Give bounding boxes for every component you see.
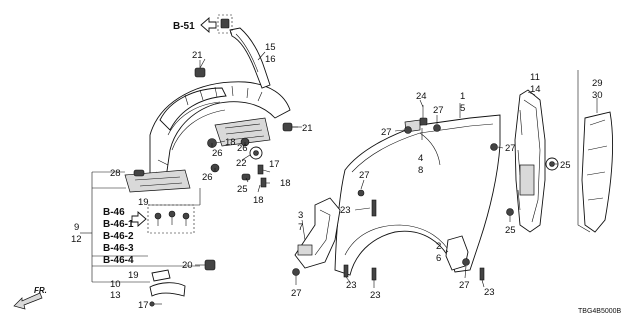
callout-24: 24 [416, 91, 427, 102]
callout-15: 15 [265, 42, 276, 53]
seal-11-14 [514, 89, 546, 233]
callout-27-a: 27 [433, 105, 444, 116]
callout-26-c: 26 [202, 172, 213, 183]
callout-5: 5 [460, 103, 465, 114]
direction-label: FR. [34, 286, 47, 295]
fastener-21-top [194, 60, 206, 78]
ref-code-b46-3: B-46-3 [103, 243, 134, 254]
callout-28: 28 [110, 168, 121, 179]
callout-25-b: 25 [505, 225, 516, 236]
callout-27-d: 27 [505, 143, 516, 154]
callout-22: 22 [236, 158, 247, 169]
fender-fasteners [292, 105, 514, 281]
screw-17 [149, 301, 162, 307]
fastener-25-left [241, 173, 251, 181]
callout-16: 16 [265, 54, 276, 65]
callout-20: 20 [182, 260, 193, 271]
callout-26-b: 26 [237, 143, 248, 154]
callout-30: 30 [592, 90, 603, 101]
callout-9: 9 [74, 222, 79, 233]
callout-1: 1 [460, 91, 465, 102]
ref-code-b46-2: B-46-2 [103, 231, 134, 242]
callout-14: 14 [530, 84, 541, 95]
callout-27-e: 27 [291, 288, 302, 299]
clip-19 [151, 269, 171, 282]
fender-bracket-3-7 [294, 197, 341, 269]
callout-27-c: 27 [359, 170, 370, 181]
callout-17-a: 17 [269, 159, 280, 170]
front-direction-arrow: FR. [13, 286, 47, 310]
callout-7: 7 [298, 222, 303, 233]
mudguard-10-13 [149, 282, 186, 297]
ref-code-b46: B-46 [103, 207, 125, 218]
callout-23-d: 23 [484, 287, 495, 298]
callout-4: 4 [418, 153, 423, 164]
fastener-18-b [260, 177, 267, 188]
ref-code-b46-1: B-46-1 [103, 219, 134, 230]
callout-21-right: 21 [302, 123, 313, 134]
callout-12: 12 [71, 234, 82, 245]
callout-29: 29 [592, 78, 603, 89]
callout-8: 8 [418, 165, 423, 176]
ref-b46-labels: B-46 B-46-1 B-46-2 B-46-3 B-46-4 [103, 207, 134, 266]
bracket-15-16 [229, 27, 271, 89]
fastener-22 [249, 146, 263, 160]
callout-19-a: 19 [138, 197, 149, 208]
callout-labels: 21 15 16 21 18 26 26 22 26 17 25 18 18 2… [71, 42, 603, 311]
drawing-code: TBG4B5000B [578, 308, 622, 315]
callout-2: 2 [436, 241, 441, 252]
callout-17-b: 17 [138, 300, 149, 311]
fastener-28 [133, 169, 145, 177]
fastener-20 [204, 259, 216, 271]
callout-11: 11 [530, 72, 540, 83]
callout-25-left: 25 [237, 184, 248, 195]
callout-27-f: 27 [459, 280, 470, 291]
ref-b46-group [131, 204, 195, 234]
callout-27-b: 27 [381, 127, 392, 138]
cover-29-30 [577, 70, 613, 233]
fastener-18-a [257, 164, 264, 175]
callout-3: 3 [298, 210, 303, 221]
callout-23-c: 23 [370, 290, 381, 301]
callout-10: 10 [110, 279, 121, 290]
ref-code-b51: B-51 [173, 21, 195, 32]
callout-18-b: 18 [280, 178, 291, 189]
leader-lines [195, 51, 598, 288]
callout-18-a: 18 [225, 137, 236, 148]
leader-bracket-9-12 [80, 171, 201, 283]
callout-18-c: 18 [253, 195, 264, 206]
callout-21-top: 21 [192, 50, 203, 61]
callout-23-a: 23 [340, 205, 351, 216]
ref-b51: B-51 [173, 14, 233, 34]
front-fender [334, 114, 501, 276]
callout-13: 13 [110, 290, 121, 301]
callout-26-a: 26 [212, 148, 223, 159]
fastener-b46-icons [154, 210, 190, 226]
callout-25-c: 25 [560, 160, 571, 171]
callout-23-b: 23 [346, 280, 357, 291]
callout-6: 6 [436, 253, 441, 264]
ref-code-b46-4: B-46-4 [103, 255, 134, 266]
callout-19-b: 19 [128, 270, 139, 281]
